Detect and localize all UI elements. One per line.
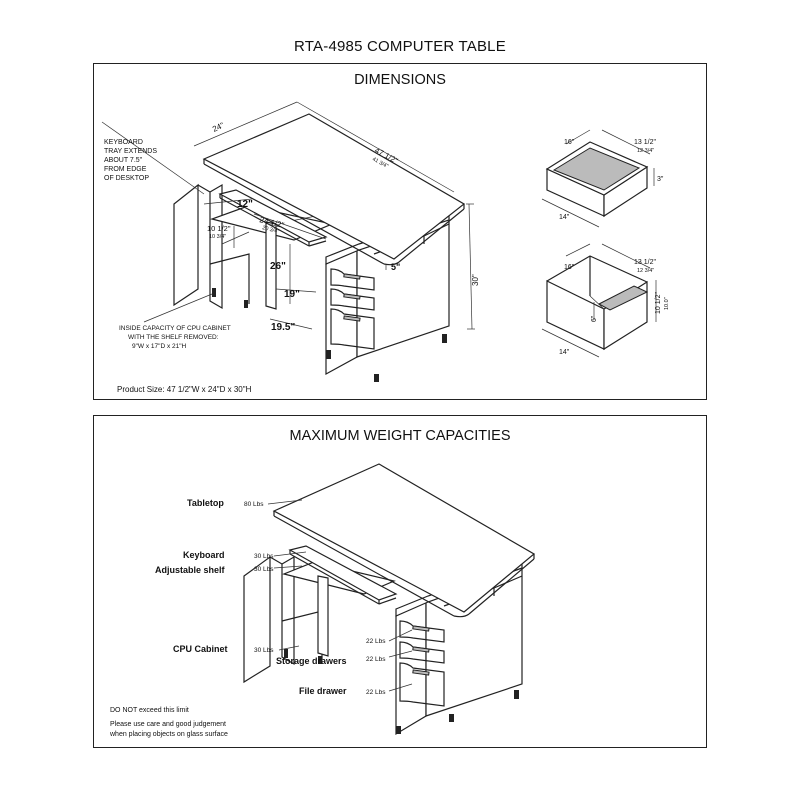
shelf-gap-label: 10 1/2" xyxy=(207,224,231,233)
value-file: 22 Lbs xyxy=(366,689,386,696)
shelf-gap-sub-label: 10 3/4" xyxy=(209,234,226,240)
product-size: Product Size: 47 1/2"W x 24"D x 30"H xyxy=(117,385,252,394)
small-drawer-depth: 13 1/2" xyxy=(634,139,656,146)
keyboard-note-3: ABOUT 7.5" xyxy=(104,157,143,164)
knee-width-label: 19.5" xyxy=(271,322,295,333)
small-drawer-width: 16" xyxy=(564,139,575,146)
label-tabletop: Tabletop xyxy=(187,498,224,508)
dimensions-panel: DIMENSIONS xyxy=(93,63,707,400)
drawer-gap-label: 5" xyxy=(391,262,400,272)
value-shelf: 30 Lbs xyxy=(254,566,274,573)
dimensions-drawing: KEYBOARD TRAY EXTENDS ABOUT 7.5" FROM ED… xyxy=(101,101,670,394)
warning-text: DO NOT exceed this limit xyxy=(110,707,189,714)
cabinet-note-3: 9"W x 17"D x 21"H xyxy=(132,343,187,350)
file-drawer-front: 14" xyxy=(559,349,570,356)
tray-extension-label: 12" xyxy=(237,199,253,210)
desk-drawing xyxy=(101,101,475,382)
file-drawer-width: 16" xyxy=(564,264,575,271)
label-storage-drawers: Storage drawers xyxy=(276,656,347,666)
keyboard-note-5: OF DESKTOP xyxy=(104,175,149,182)
small-drawer-front: 14" xyxy=(559,214,570,221)
weights-title: MAXIMUM WEIGHT CAPACITIES xyxy=(289,428,511,444)
depth-label: 24" xyxy=(211,121,226,134)
file-drawer-height-sub: 10.0" xyxy=(664,297,670,310)
tray-width-sub-label: 20 3/4" xyxy=(262,225,280,235)
knee-depth-label: 19" xyxy=(284,289,300,300)
cabinet-note-2: WITH THE SHELF REMOVED: xyxy=(128,334,219,341)
value-keyboard: 30 Lbs xyxy=(254,553,274,560)
weights-drawing: Tabletop Keyboard Adjustable shelf CPU C… xyxy=(109,463,536,738)
desk-weights-drawing xyxy=(243,463,536,736)
care-text-1: Please use care and good judgement xyxy=(110,721,226,728)
value-storage-2: 22 Lbs xyxy=(366,656,386,663)
small-drawer-depth-sub: 12 3/4" xyxy=(637,148,654,154)
cabinet-note-1: INSIDE CAPACITY OF CPU CABINET xyxy=(119,325,231,332)
keyboard-note-1: KEYBOARD xyxy=(104,139,143,146)
care-text-2: when placing objects on glass surface xyxy=(109,731,228,738)
file-drawer-depth: 13 1/2" xyxy=(634,259,656,266)
page-title: RTA-4985 COMPUTER TABLE xyxy=(294,38,506,55)
knee-height-label: 26" xyxy=(270,261,286,272)
dimensions-title: DIMENSIONS xyxy=(354,72,446,88)
weights-panel: MAXIMUM WEIGHT CAPACITIES xyxy=(93,415,707,748)
file-drawer-inner: 6" xyxy=(591,315,598,322)
value-storage-1: 22 Lbs xyxy=(366,638,386,645)
label-cpu-cabinet: CPU Cabinet xyxy=(173,644,228,654)
value-cpu: 30 Lbs xyxy=(254,647,274,654)
small-drawer-height: 3" xyxy=(657,176,664,183)
file-drawer-depth-sub: 12 3/4" xyxy=(637,268,654,274)
label-file-drawer: File drawer xyxy=(299,686,347,696)
file-drawer-drawing xyxy=(541,243,657,358)
small-drawer-drawing xyxy=(541,129,655,228)
label-keyboard: Keyboard xyxy=(183,550,225,560)
height-label: 30" xyxy=(471,274,480,286)
file-drawer-height: 10 1/2" xyxy=(655,292,662,314)
keyboard-note-4: FROM EDGE xyxy=(104,166,147,173)
label-adjustable-shelf: Adjustable shelf xyxy=(155,565,226,575)
keyboard-note-2: TRAY EXTENDS xyxy=(104,148,157,155)
value-tabletop: 80 Lbs xyxy=(244,501,264,508)
